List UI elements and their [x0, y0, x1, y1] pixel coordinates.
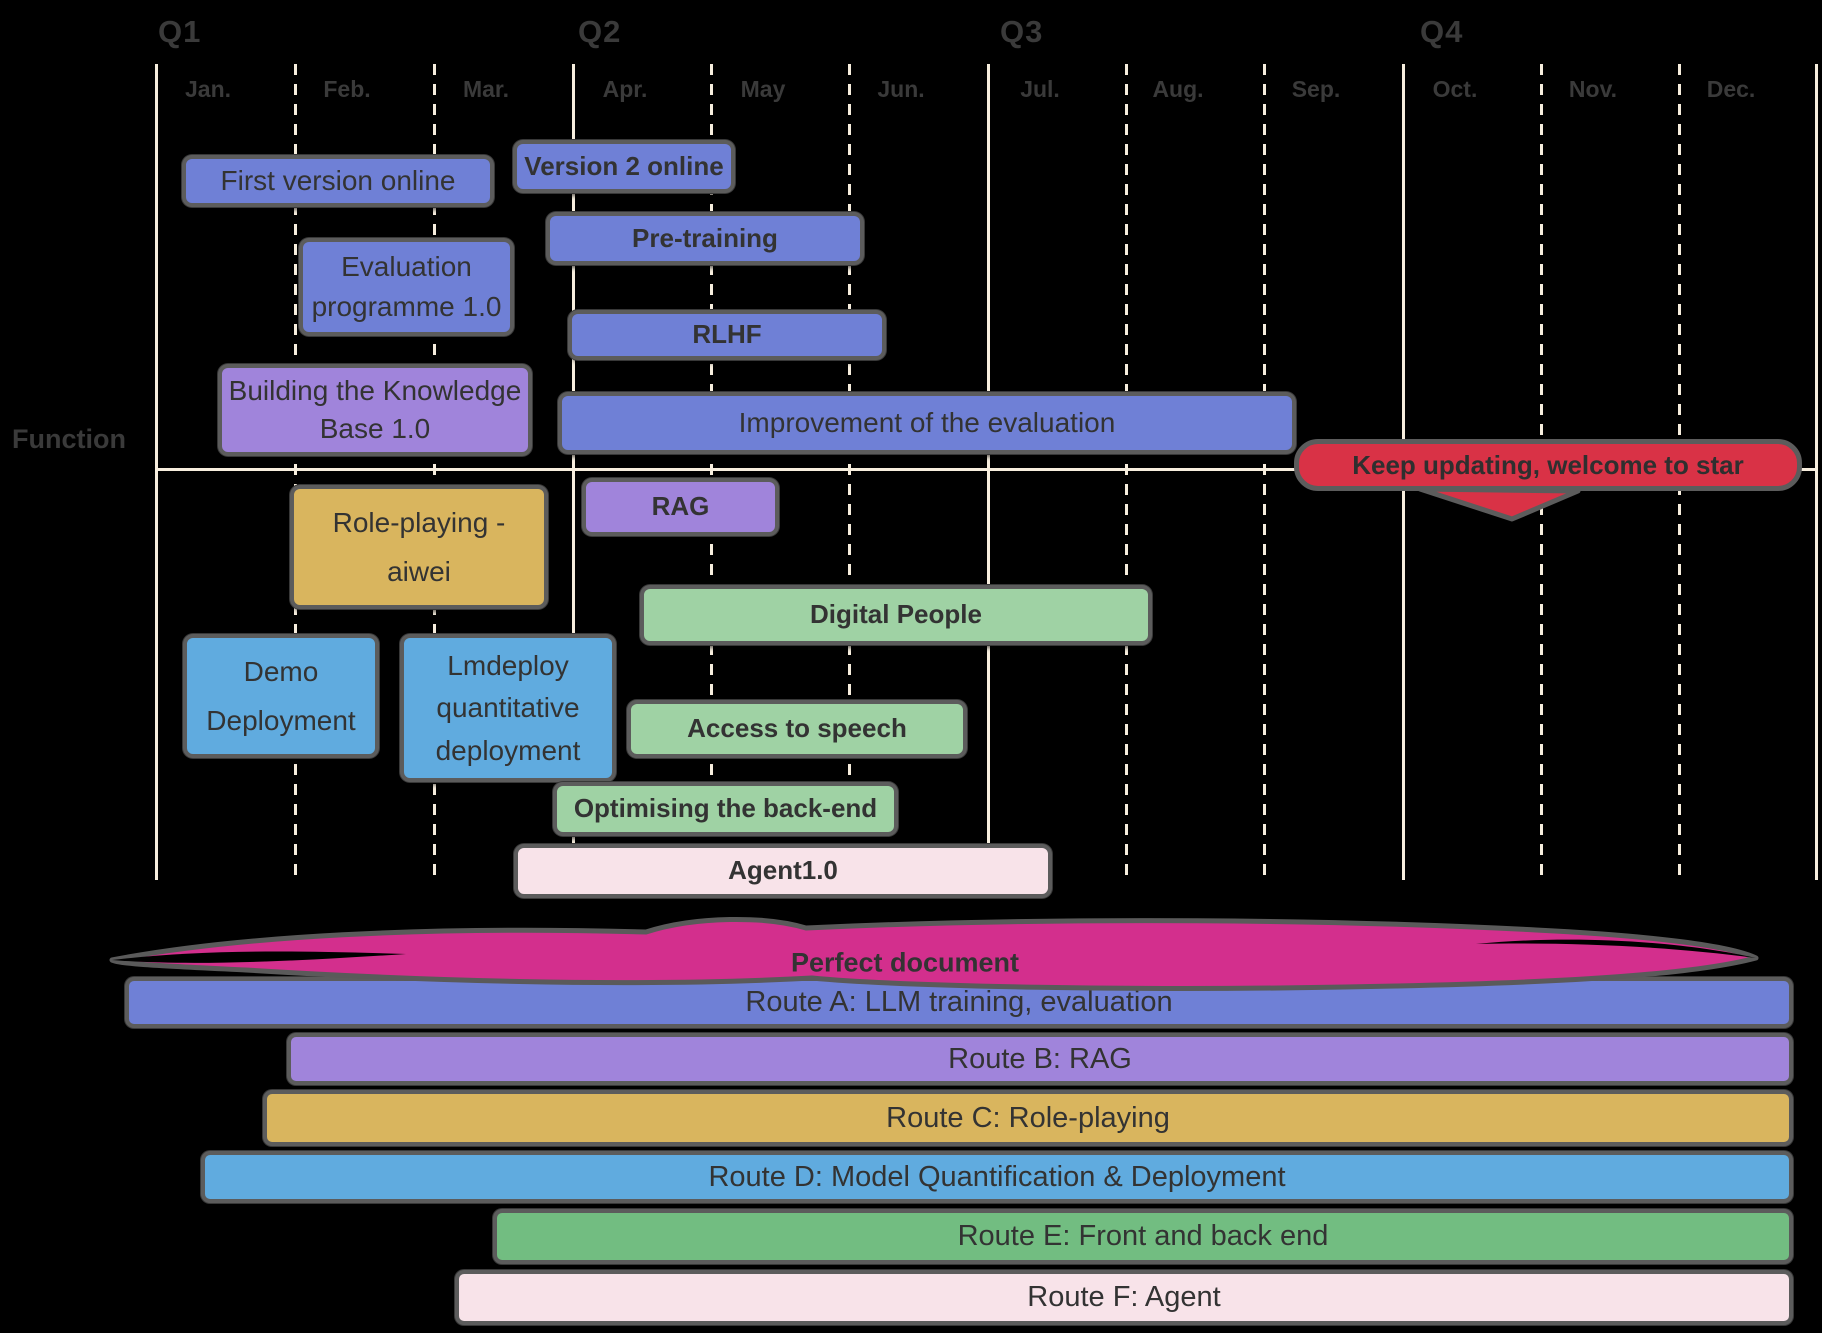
month-label: Jun.: [877, 76, 925, 102]
route-e-label: Route E: Front and back end: [957, 1220, 1329, 1252]
demo-deployment-label: Deployment: [206, 704, 356, 736]
keep-updating-badge: Keep updating, welcome to star: [1294, 439, 1802, 491]
building-knowledge-base-label: Base 1.0: [319, 413, 431, 445]
evaluation-programme-label: programme 1.0: [311, 291, 502, 323]
role-playing-aiwei-label: Role-playing -: [332, 507, 506, 539]
agent-1-0-label: Agent1.0: [728, 855, 838, 886]
month-label: Aug.: [1152, 76, 1204, 102]
evaluation-programme-label: Evaluation: [341, 251, 472, 283]
version-2-online-label: Version 2 online: [524, 150, 724, 181]
month-label: Feb.: [323, 76, 371, 102]
timeline-solid-line: [987, 64, 990, 880]
improvement-evaluation-label: Improvement of the evaluation: [738, 407, 1116, 439]
evaluation-programme-bar: Evaluation programme 1.0: [299, 238, 514, 336]
perfect-document-label: Perfect document: [790, 947, 1020, 978]
role-playing-aiwei-label: aiwei: [387, 555, 451, 587]
timeline-dashed-line: [433, 64, 436, 880]
version-2-online-bar: Version 2 online: [513, 140, 735, 193]
timeline-dashed-line: [848, 64, 851, 880]
month-label: Nov.: [1568, 76, 1618, 102]
pre-training-label: Pre-training: [632, 222, 778, 253]
timeline-dashed-line: [1125, 64, 1128, 880]
lmdeploy-quantitative-deployment-label: deployment: [435, 734, 581, 766]
first-version-online-label: First version online: [220, 165, 456, 197]
route-b-bar: Route B: RAG: [287, 1033, 1793, 1085]
speech-bubble-tail: [1417, 487, 1581, 522]
banner-ribbon-shape: [109, 916, 1759, 991]
timeline-solid-line: [155, 64, 158, 880]
route-c-bar: Route C: Role-playing: [263, 1090, 1793, 1146]
month-label: Oct.: [1432, 76, 1478, 102]
lmdeploy-quantitative-deployment-bar: Lmdeploy quantitative deployment: [400, 634, 616, 782]
improvement-evaluation-bar: Improvement of the evaluation: [558, 392, 1296, 454]
digital-people-label: Digital People: [810, 599, 982, 630]
quarter-label: Q4: [1420, 14, 1464, 49]
month-label: Apr.: [602, 76, 648, 102]
access-to-speech-bar: Access to speech: [627, 700, 967, 758]
function-separator-line: [155, 468, 1815, 471]
demo-deployment-label: Demo: [243, 656, 319, 688]
pre-training-bar: Pre-training: [546, 212, 864, 265]
route-d-bar: Route D: Model Quantification & Deployme…: [201, 1151, 1793, 1203]
route-f-bar: Route F: Agent: [455, 1270, 1793, 1325]
quarter-label: Q2: [578, 14, 622, 49]
month-label: Sep.: [1291, 76, 1341, 102]
month-label: Mar.: [462, 76, 510, 102]
quarter-label: Q1: [158, 14, 202, 49]
timeline-dashed-line: [710, 64, 713, 880]
rlhf-bar: RLHF: [568, 310, 886, 360]
digital-people-bar: Digital People: [640, 585, 1152, 645]
function-axis-label: Function: [12, 424, 126, 454]
optimising-back-end-bar: Optimising the back-end: [553, 782, 898, 836]
timeline-solid-line: [1815, 64, 1818, 880]
route-e-bar: Route E: Front and back end: [493, 1209, 1793, 1264]
timeline-solid-line: [572, 64, 575, 880]
banner-left-slit: [112, 951, 406, 963]
lmdeploy-quantitative-deployment-label: Lmdeploy: [447, 649, 569, 681]
optimising-back-end-label: Optimising the back-end: [573, 793, 878, 824]
timeline-dashed-line: [294, 64, 297, 880]
month-label: Jul.: [1020, 76, 1060, 102]
month-label: May: [740, 76, 786, 102]
banner-right-slit: [1476, 939, 1756, 958]
first-version-online-bar: First version online: [182, 155, 494, 207]
perfect-document-banner: [109, 916, 1759, 991]
access-to-speech-label: Access to speech: [687, 713, 907, 744]
route-f-label: Route F: Agent: [1027, 1281, 1221, 1313]
quarter-label: Q3: [1000, 14, 1044, 49]
rag-bar: RAG: [582, 478, 779, 536]
route-d-label: Route D: Model Quantification & Deployme…: [708, 1160, 1286, 1193]
route-a-label: Route A: LLM training, evaluation: [745, 986, 1173, 1018]
keep-updating-badge-label: Keep updating, welcome to star: [1352, 449, 1744, 480]
lmdeploy-quantitative-deployment-label: quantitative: [436, 692, 580, 724]
month-label: Jan.: [184, 76, 232, 102]
agent-1-0-bar: Agent1.0: [514, 844, 1052, 898]
route-c-label: Route C: Role-playing: [886, 1101, 1170, 1134]
rlhf-label: RLHF: [692, 319, 762, 350]
rag-label: RAG: [651, 491, 710, 522]
timeline-dashed-line: [1263, 64, 1266, 880]
role-playing-aiwei-bar: Role-playing - aiwei: [290, 485, 548, 609]
route-b-label: Route B: RAG: [948, 1042, 1132, 1075]
building-knowledge-base-label: Building the Knowledge: [228, 375, 522, 407]
month-label: Dec.: [1706, 76, 1756, 102]
